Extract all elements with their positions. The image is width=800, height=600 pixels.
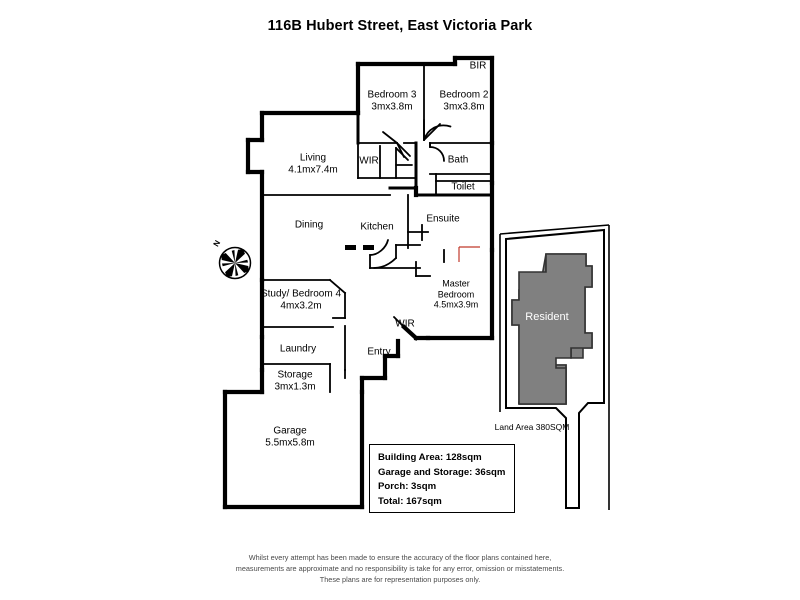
area-line-total: Total: 167sqm bbox=[378, 495, 442, 507]
area-summary-box: Building Area: 128sqm Garage and Storage… bbox=[369, 444, 515, 513]
disclaimer-text: Whilst every attempt has been made to en… bbox=[150, 552, 650, 586]
compass-rose-icon bbox=[218, 246, 252, 280]
area-line-building: Building Area: 128sqm bbox=[378, 452, 482, 463]
disclaimer-line-3: These plans are for representation purpo… bbox=[319, 575, 481, 585]
land-area-label: Land Area 380SQM bbox=[495, 422, 570, 432]
ensuite-fixture-marker bbox=[458, 246, 480, 262]
kitchen-bench-markers bbox=[345, 245, 374, 250]
interior-structural-walls bbox=[356, 111, 494, 197]
land-area-title: Land Area bbox=[494, 422, 534, 432]
door-swings bbox=[369, 119, 452, 328]
exterior-walls bbox=[222, 55, 495, 510]
land-area-value: 380SQM bbox=[535, 422, 570, 432]
area-line-porch: Porch: 3sqm bbox=[378, 481, 437, 492]
interior-partitions bbox=[261, 63, 493, 393]
disclaimer-line-2: measurements are approximate and no resp… bbox=[235, 564, 565, 574]
residence-footprint bbox=[511, 253, 593, 405]
residence-footprint-label: Resident bbox=[525, 311, 569, 323]
lot-boundary bbox=[505, 228, 605, 509]
area-line-garage-storage: Garage and Storage: 36sqm bbox=[378, 466, 506, 478]
lot-boundary-outer bbox=[499, 224, 610, 510]
disclaimer-line-1: Whilst every attempt has been made to en… bbox=[248, 553, 552, 562]
page-title: 116B Hubert Street, East Victoria Park bbox=[267, 18, 533, 34]
